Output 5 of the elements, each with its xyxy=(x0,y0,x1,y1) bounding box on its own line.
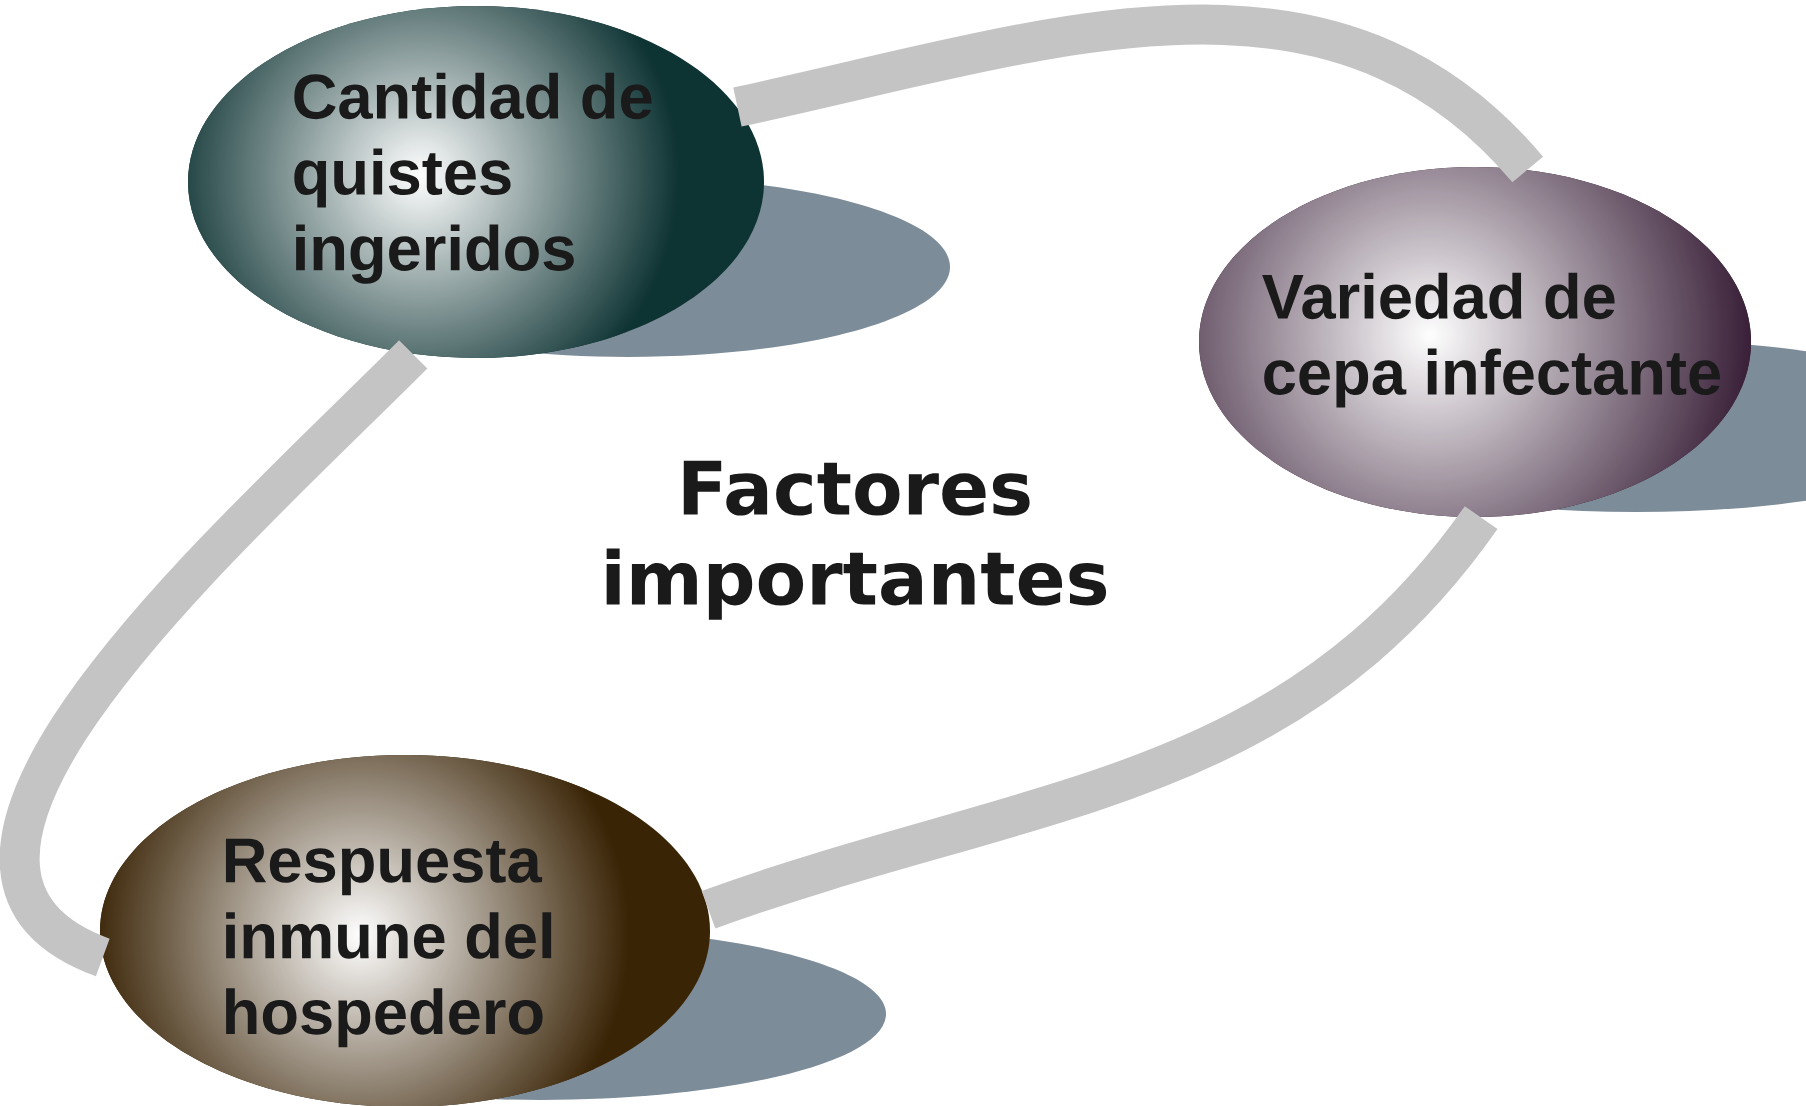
title-text: Factores importantes xyxy=(606,460,1107,620)
ring-segment xyxy=(0,340,428,975)
ring-segment xyxy=(733,5,1542,184)
ring-segment xyxy=(702,505,1497,929)
ellipse-node: Cantidad de quistes ingeridos xyxy=(188,6,764,358)
